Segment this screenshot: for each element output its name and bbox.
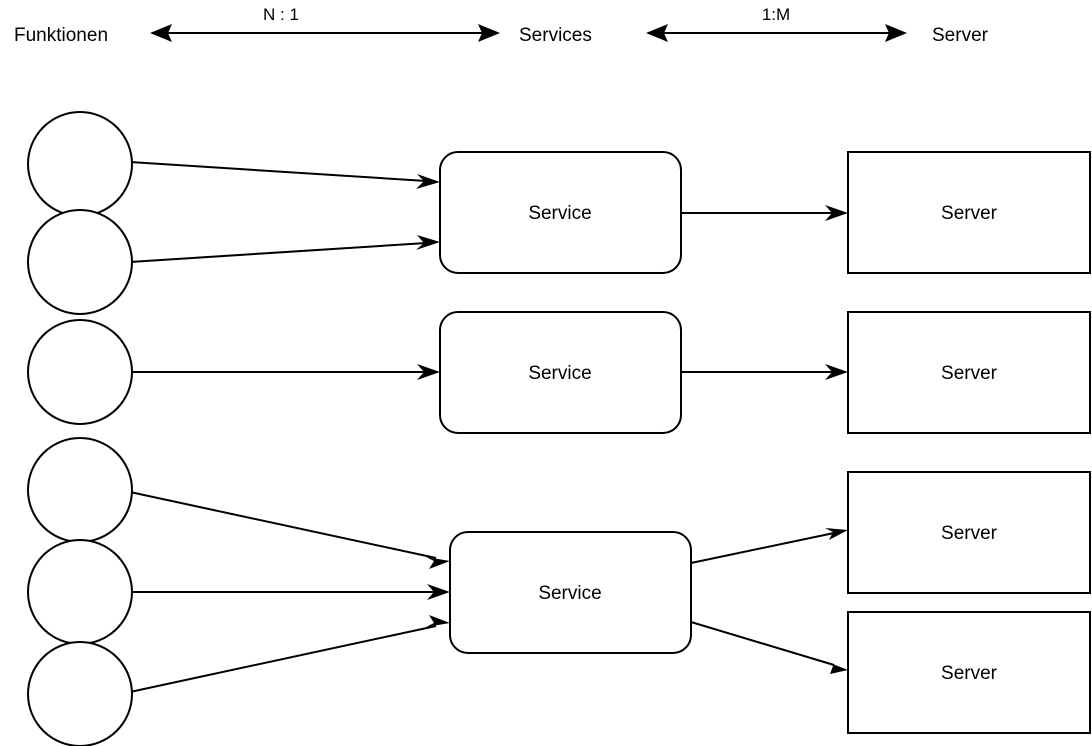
function-node-5[interactable]: [27, 539, 133, 645]
edge-s3-to-v4: [690, 621, 848, 674]
function-circle[interactable]: [27, 209, 133, 315]
server-node-1[interactable]: Server: [847, 151, 1091, 274]
arrow-head-left-icon: [150, 24, 172, 42]
function-circle[interactable]: [27, 539, 133, 645]
arrow-head-icon: [825, 528, 848, 540]
function-circle[interactable]: [27, 437, 133, 543]
service-label: Service: [528, 203, 591, 224]
arrow-head-icon: [426, 557, 450, 569]
service-node-3[interactable]: Service: [449, 531, 692, 654]
arrow-head-icon: [825, 205, 848, 221]
function-node-2[interactable]: [27, 209, 133, 315]
arrow-head-right-icon: [885, 24, 907, 42]
relation-arrow-funktionen-services: [150, 24, 500, 42]
edge-f6-to-s3: [129, 615, 450, 693]
function-node-6[interactable]: [27, 641, 133, 746]
arrow-head-icon: [825, 661, 848, 674]
server-label: Server: [941, 663, 998, 684]
relation-label-n-to-1: N : 1: [263, 5, 299, 24]
arrow-head-icon: [416, 235, 440, 250]
relation-label-1-to-m: 1:M: [762, 5, 790, 24]
server-node-4[interactable]: Server: [847, 611, 1091, 734]
server-box[interactable]: [847, 151, 1091, 274]
server-box[interactable]: [847, 311, 1091, 434]
header-label-services: Services: [519, 25, 592, 46]
service-label: Service: [528, 363, 591, 384]
edge-f3-to-s2: [131, 364, 440, 380]
arrow-head-icon: [426, 615, 450, 627]
edge-f1-to-s1: [129, 161, 440, 189]
edge-f4-to-s3: [129, 491, 450, 569]
server-node-3[interactable]: Server: [847, 471, 1091, 594]
server-node-2[interactable]: Server: [847, 311, 1091, 434]
service-box[interactable]: [449, 531, 692, 654]
arrow-head-right-icon: [478, 24, 500, 42]
function-node-1[interactable]: [27, 111, 133, 217]
edge-s1-to-v1: [681, 205, 848, 221]
arrow-head-left-icon: [646, 24, 668, 42]
relation-arrow-services-server: [646, 24, 907, 42]
arrow-head-icon: [825, 364, 848, 380]
header-label-funktionen: Funktionen: [14, 25, 108, 46]
function-circle[interactable]: [27, 111, 133, 217]
server-label: Server: [941, 363, 998, 384]
server-label: Server: [941, 203, 998, 224]
arrow-head-icon: [416, 174, 440, 189]
edge-f2-to-s1: [129, 235, 440, 263]
service-box[interactable]: [439, 151, 682, 274]
edge-s3-to-v3: [690, 528, 848, 564]
service-node-1[interactable]: Service: [439, 151, 682, 274]
service-label: Service: [538, 583, 601, 604]
arrow-head-icon: [417, 364, 440, 380]
function-node-3[interactable]: [27, 319, 133, 425]
service-box[interactable]: [439, 311, 682, 434]
function-circle[interactable]: [27, 641, 133, 746]
edge-s2-to-v2: [681, 364, 848, 380]
function-node-4[interactable]: [27, 437, 133, 543]
edge-f5-to-s3: [131, 584, 450, 600]
server-box[interactable]: [847, 471, 1091, 594]
arrow-head-icon: [427, 584, 450, 600]
function-circle[interactable]: [27, 319, 133, 425]
server-box[interactable]: [847, 611, 1091, 734]
server-label: Server: [941, 523, 998, 544]
service-node-2[interactable]: Service: [439, 311, 682, 434]
header-label-server: Server: [932, 25, 989, 46]
